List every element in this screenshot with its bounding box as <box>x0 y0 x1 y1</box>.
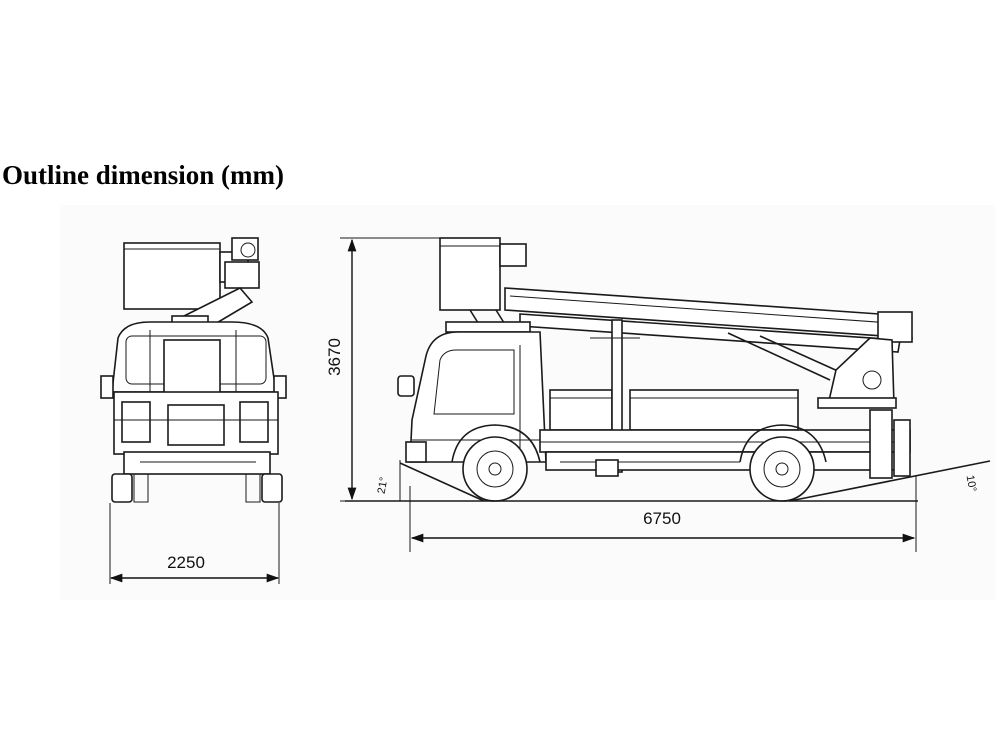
height-label: 3670 <box>325 338 344 376</box>
departure-angle-label: 10° <box>964 474 979 492</box>
page-title: Outline dimension (mm) <box>2 160 285 190</box>
front-width-dimension: 2250 <box>109 503 280 584</box>
length-label: 6750 <box>643 509 681 528</box>
height-dimension: 3670 <box>325 237 440 502</box>
front-width-label: 2250 <box>167 553 205 572</box>
approach-angle-label: 21° <box>376 476 391 494</box>
side-view-ground <box>345 460 991 502</box>
side-view-truck <box>397 237 913 502</box>
front-view-truck <box>100 237 287 503</box>
length-dimension: 6750 <box>409 486 917 552</box>
